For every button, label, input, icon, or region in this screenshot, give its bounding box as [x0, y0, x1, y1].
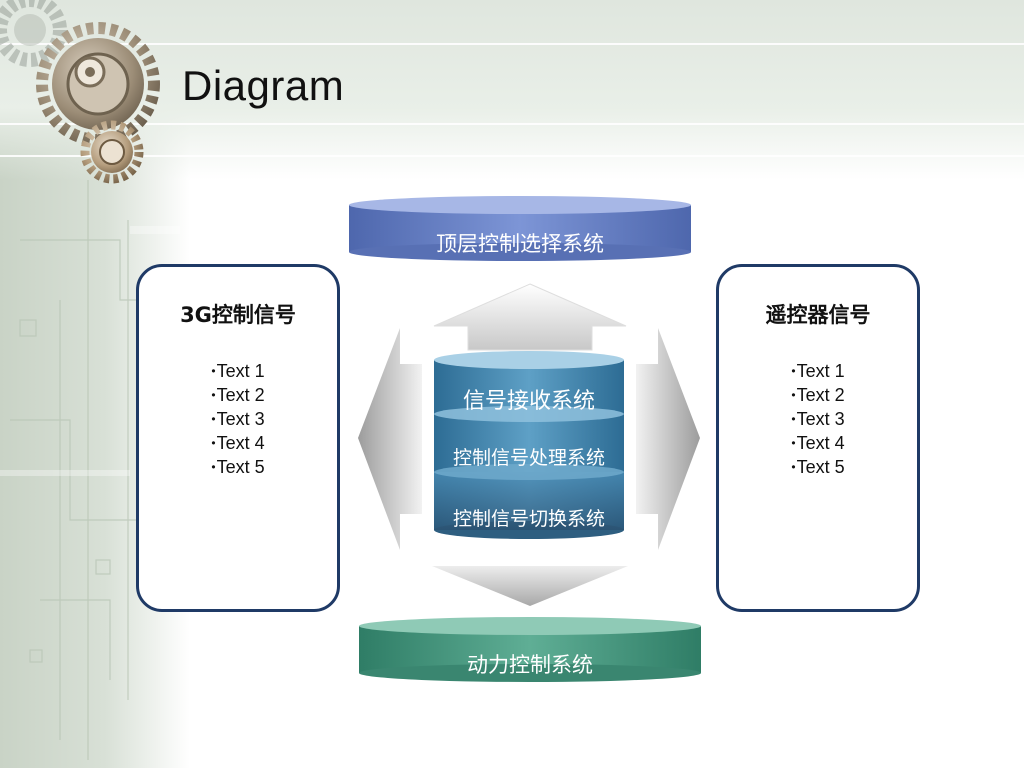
list-item: Text 5 — [139, 455, 337, 479]
list-item: Text 2 — [719, 383, 917, 407]
list-item: Text 3 — [719, 407, 917, 431]
center-layer-1-label: 信号接收系统 — [462, 389, 595, 414]
left-panel-list: Text 1 Text 2 Text 3 Text 4 Text 5 — [139, 359, 337, 479]
top-system-cylinder — [349, 196, 691, 261]
list-item: Text 4 — [719, 431, 917, 455]
list-item: Text 1 — [719, 359, 917, 383]
top-system-label: 顶层控制选择系统 — [436, 232, 604, 256]
center-layer-2-label: 控制信号处理系统 — [452, 447, 605, 469]
right-panel-list: Text 1 Text 2 Text 3 Text 4 Text 5 — [719, 359, 917, 479]
arrow-left — [358, 328, 422, 550]
left-panel-3g-signal: 3G控制信号 Text 1 Text 2 Text 3 Text 4 Text … — [136, 264, 340, 612]
page-title: Diagram — [182, 62, 345, 109]
left-panel-title: 3G控制信号 — [180, 303, 296, 327]
background-top-band — [0, 0, 1024, 180]
arrow-down — [432, 566, 628, 606]
list-item: Text 2 — [139, 383, 337, 407]
center-stack-cylinder — [434, 351, 624, 539]
list-item: Text 1 — [139, 359, 337, 383]
bottom-system-cylinder — [359, 617, 701, 682]
arrow-up — [433, 283, 627, 351]
center-layer-3-label: 控制信号切换系统 — [452, 508, 605, 530]
bottom-system-label: 动力控制系统 — [467, 653, 593, 677]
gears-icon — [0, 0, 160, 184]
right-panel-remote-signal: 遥控器信号 Text 1 Text 2 Text 3 Text 4 Text 5 — [716, 264, 920, 612]
list-item: Text 4 — [139, 431, 337, 455]
arrow-right — [636, 328, 700, 550]
right-panel-title: 遥控器信号 — [765, 303, 871, 327]
list-item: Text 3 — [139, 407, 337, 431]
list-item: Text 5 — [719, 455, 917, 479]
